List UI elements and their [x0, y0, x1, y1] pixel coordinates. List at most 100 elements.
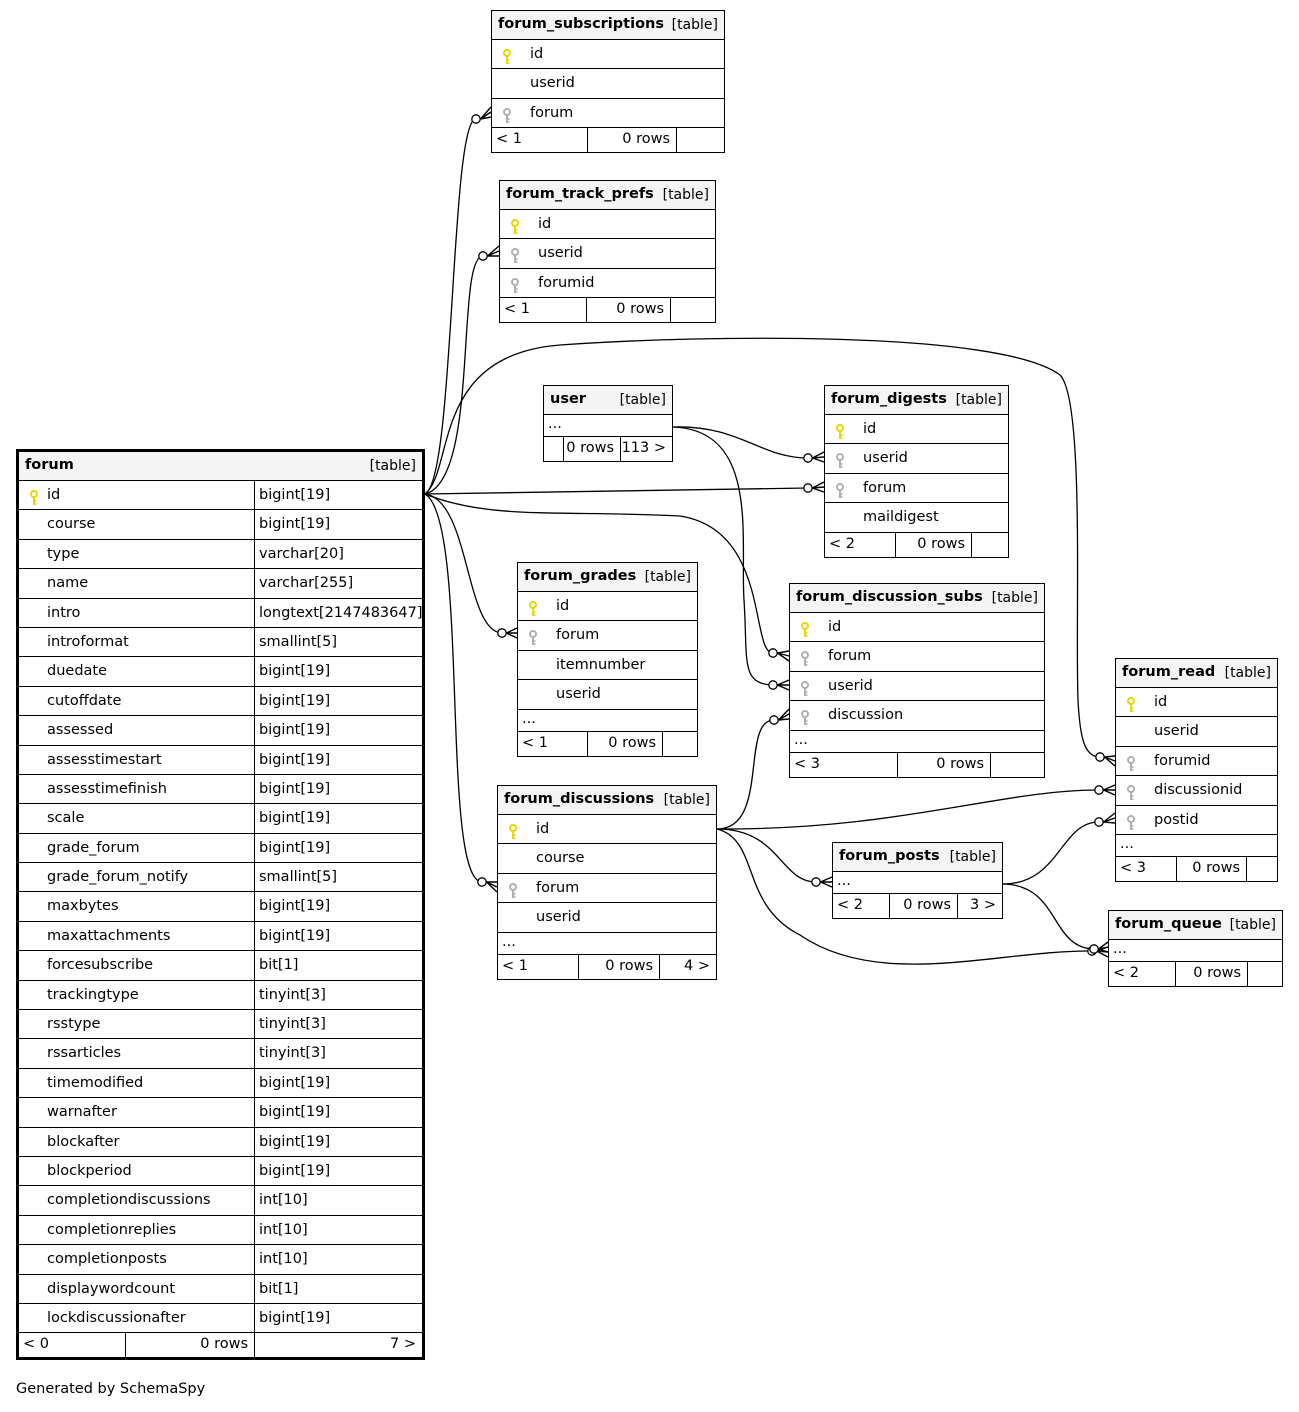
parents-count[interactable]: < 1	[496, 131, 522, 148]
column-row[interactable]: userid	[518, 680, 697, 710]
children-count[interactable]	[1246, 856, 1277, 881]
column-row[interactable]: forum	[492, 99, 724, 129]
table-forum-posts[interactable]: forum_posts [table] ... < 2 0 rows 3 >	[832, 842, 1003, 919]
column-row[interactable]: discussionid	[1116, 776, 1277, 806]
parents-count[interactable]: < 3	[794, 755, 820, 772]
column-row[interactable]: userid	[1116, 717, 1277, 747]
column-row[interactable]: forum	[498, 874, 716, 904]
column-row[interactable]: forumid	[1116, 747, 1277, 777]
children-count[interactable]	[676, 128, 724, 153]
parents-count[interactable]: < 1	[522, 734, 548, 751]
children-count[interactable]: 4 >	[659, 954, 716, 979]
children-count[interactable]	[971, 532, 1008, 557]
column-row[interactable]: userid	[492, 69, 724, 99]
table-user[interactable]: user [table] ... 0 rows 113 >	[543, 385, 673, 462]
column-row[interactable]: id	[500, 210, 715, 240]
column-row[interactable]: id	[492, 40, 724, 70]
column-row[interactable]: id	[518, 592, 697, 622]
column-row[interactable]: userid	[498, 903, 716, 933]
column-name: id	[47, 487, 61, 503]
parents-count[interactable]: < 2	[1113, 965, 1139, 981]
more-columns-ellipsis[interactable]: ...	[544, 415, 672, 437]
children-count[interactable]: 3 >	[957, 894, 1002, 918]
parents-count[interactable]: < 0	[23, 1336, 49, 1353]
column-row[interactable]: postid	[1116, 806, 1277, 835]
table-forum-queue[interactable]: forum_queue [table] ... < 2 0 rows	[1108, 910, 1283, 987]
more-columns-ellipsis[interactable]: ...	[790, 731, 1044, 753]
column-row[interactable]: forum	[790, 642, 1044, 672]
parents-count[interactable]: < 2	[829, 535, 855, 552]
column-row[interactable]: userid	[825, 444, 1008, 474]
parents-count[interactable]: < 1	[504, 301, 530, 318]
column-row[interactable]: id	[1116, 688, 1277, 718]
column-row[interactable]: id	[825, 415, 1008, 445]
children-count[interactable]	[1247, 962, 1282, 986]
column-row[interactable]: userid	[500, 239, 715, 269]
column-row[interactable]: userid	[790, 672, 1044, 702]
column-row[interactable]: forum	[825, 474, 1008, 504]
column-name: grade_forum	[47, 839, 140, 856]
parents-count[interactable]: < 1	[502, 957, 528, 974]
more-columns-ellipsis[interactable]: ...	[1116, 835, 1277, 857]
column-row[interactable]: forumid	[500, 269, 715, 299]
more-columns-ellipsis[interactable]: ...	[498, 933, 716, 955]
children-count[interactable]	[662, 731, 697, 756]
column-row[interactable]: discussion	[790, 701, 1044, 731]
table-kind: [table]	[619, 392, 666, 408]
more-columns-ellipsis[interactable]: ...	[518, 710, 697, 732]
more-columns-ellipsis[interactable]: ...	[1109, 940, 1282, 962]
column-row[interactable]: id	[790, 613, 1044, 643]
children-count[interactable]: 113 >	[620, 437, 672, 461]
children-count[interactable]: 7 >	[254, 1333, 422, 1358]
column-row[interactable]: id	[498, 815, 716, 845]
column-row[interactable]: forum	[518, 621, 697, 651]
more-columns-ellipsis[interactable]: ...	[833, 872, 1002, 894]
children-count[interactable]	[990, 752, 1044, 777]
parents-count[interactable]: < 2	[837, 897, 863, 913]
column-name: name	[47, 575, 89, 592]
parents-count[interactable]	[548, 437, 562, 461]
column-row[interactable]: maildigest	[825, 503, 1008, 533]
column-row[interactable]: course	[498, 844, 716, 874]
children-count[interactable]	[670, 298, 715, 323]
column-row[interactable]: itemnumber	[518, 651, 697, 681]
parents-count[interactable]: < 3	[1120, 859, 1146, 876]
